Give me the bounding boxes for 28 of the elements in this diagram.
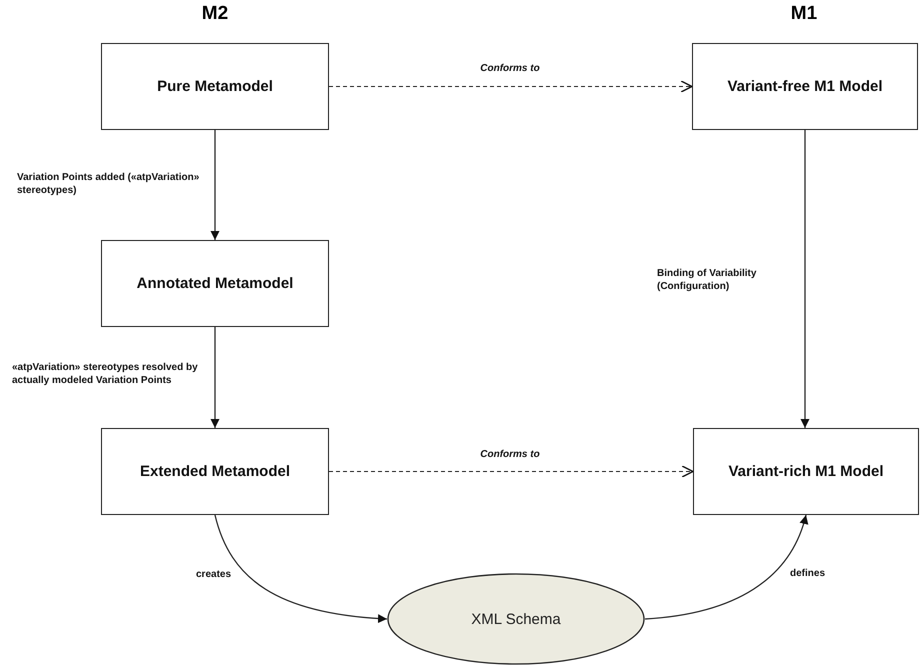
ellipse-node [387, 573, 645, 665]
edge-label: Binding of Variability (Configuration) [657, 267, 758, 293]
model-box [692, 43, 918, 130]
edge-label: Conforms to [479, 448, 541, 461]
edge-label: «atpVariation» stereotypes resolved by actually modeled Variation Points [12, 361, 199, 387]
model-box [101, 240, 329, 327]
curved-arrow [644, 514, 808, 620]
node-label: Variant-rich M1 Model [728, 463, 884, 480]
edge-label: Variation Points added («atpVariation» stereotypes) [17, 171, 200, 197]
edge-label: Conforms to [479, 62, 541, 75]
model-box [101, 428, 329, 515]
node-label: Extended Metamodel [140, 463, 290, 480]
arrow [800, 130, 810, 428]
node-label: Annotated Metamodel [136, 275, 294, 292]
column-heading: M2 [200, 3, 230, 25]
model-box [693, 428, 919, 515]
arrow [210, 327, 220, 428]
curved-arrow [214, 514, 388, 623]
model-box [101, 43, 329, 130]
dashed-arrow [329, 465, 694, 478]
node-label: XML Schema [471, 610, 561, 628]
edge-label: defines [790, 567, 826, 580]
arrow [210, 130, 220, 240]
dashed-arrow [329, 80, 693, 93]
column-heading: M1 [790, 3, 818, 25]
node-label: Pure Metamodel [157, 78, 273, 95]
edge-label: creates [196, 568, 232, 581]
node-label: Variant-free M1 Model [727, 78, 883, 95]
